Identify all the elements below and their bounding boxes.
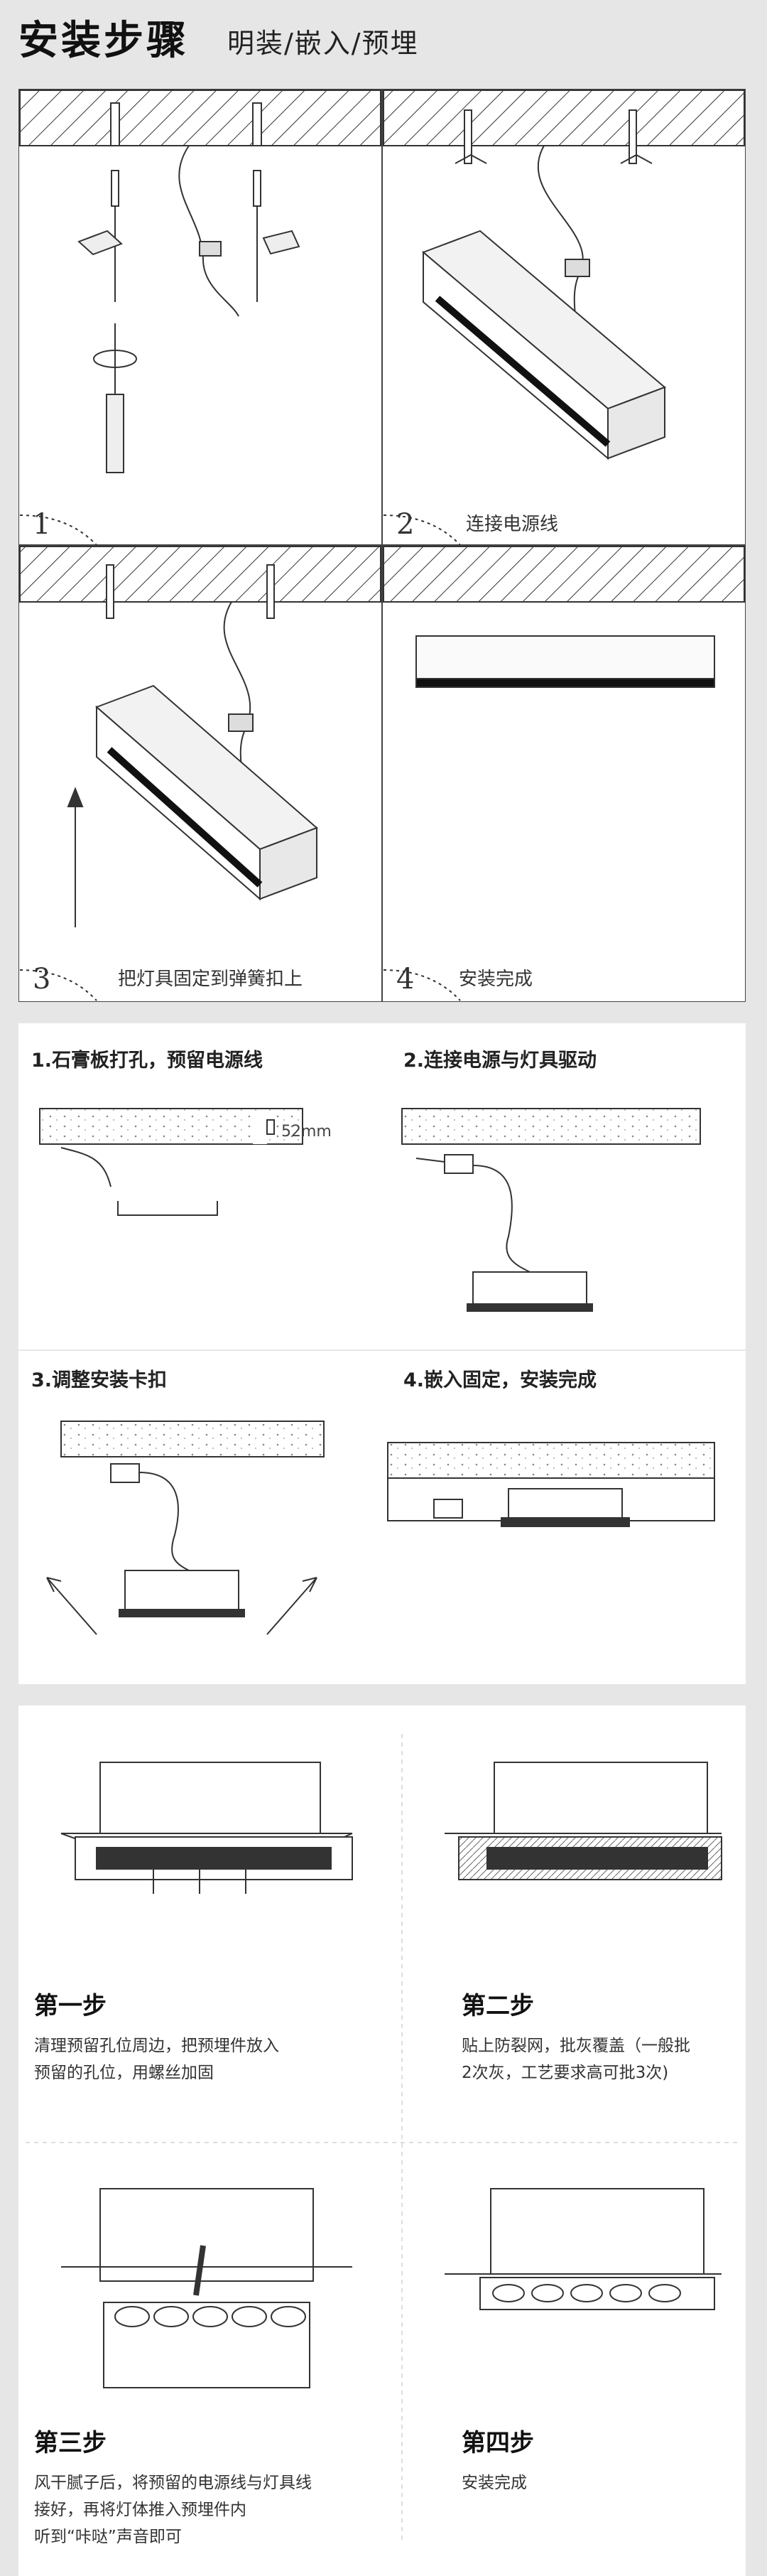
surface-step-3-number: 3 xyxy=(33,963,51,996)
recessed-panel: 1.石膏板打孔，预留电源线 2.连接电源与灯具驱动 3.调整安装卡扣 4.嵌入固… xyxy=(18,1023,746,1684)
embedded-step-2-line-1: 贴上防裂网，批灰覆盖（一般批 xyxy=(462,2037,690,2055)
recessed-step-4-title: 4.嵌入固定，安装完成 xyxy=(403,1369,597,1391)
embedded-step-1-text: 清理预留孔位周边，把预埋件放入 预留的孔位，用螺丝加固 xyxy=(34,2032,279,2086)
surface-step-1-number: 1 xyxy=(33,508,51,541)
embedded-step-2-text: 贴上防裂网，批灰覆盖（一般批 2次灰，工艺要求高可批3次) xyxy=(462,2032,690,2086)
embedded-step-3-heading: 第三步 xyxy=(34,2429,107,2457)
embedded-step-3-line-2: 接好，再将灯体推入预埋件内 xyxy=(34,2501,246,2519)
embedded-illustration xyxy=(26,1734,739,2544)
embedded-step-3-text: 风干腻子后，将预留的电源线与灯具线 接好，再将灯体推入预埋件内 听到“咔哒”声音… xyxy=(34,2469,312,2550)
surface-step-4-caption: 安装完成 xyxy=(459,969,533,990)
embedded-step-4-heading: 第四步 xyxy=(462,2429,534,2457)
embedded-step-1-line-1: 清理预留孔位周边，把预埋件放入 xyxy=(34,2037,279,2055)
embedded-step-3-line-3: 听到“咔哒”声音即可 xyxy=(34,2528,182,2546)
embedded-step-1-heading: 第一步 xyxy=(34,1992,107,2020)
embedded-step-4-text: 安装完成 xyxy=(462,2469,527,2496)
surface-step-2-caption: 连接电源线 xyxy=(466,514,559,535)
recessed-step-2-title: 2.连接电源与灯具驱动 xyxy=(403,1050,597,1072)
surface-mount-panel: 1 2 连接电源线 3 把灯具固定到弹簧扣上 4 安装完成 xyxy=(18,89,746,1002)
page-subtitle: 明装/嵌入/预埋 xyxy=(227,28,419,59)
surface-step-2-number: 2 xyxy=(396,508,415,541)
recessed-step-1-title: 1.石膏板打孔，预留电源线 xyxy=(31,1050,263,1072)
embedded-step-2-line-2: 2次灰，工艺要求高可批3次) xyxy=(462,2064,669,2082)
recessed-step-3-title: 3.调整安装卡扣 xyxy=(31,1369,168,1391)
embedded-step-1-line-2: 预留的孔位，用螺丝加固 xyxy=(34,2064,214,2082)
surface-step-4-number: 4 xyxy=(396,963,415,996)
embedded-step-2-heading: 第二步 xyxy=(462,1992,534,2020)
embedded-panel: 第一步 清理预留孔位周边，把预埋件放入 预留的孔位，用螺丝加固 第二步 贴上防裂… xyxy=(18,1705,746,2576)
recessed-illustration xyxy=(18,1108,746,1635)
embedded-step-4-line-1: 安装完成 xyxy=(462,2474,527,2492)
page-title: 安装步骤 xyxy=(18,18,189,64)
surface-mount-illustration xyxy=(18,89,746,1002)
embedded-step-3-line-1: 风干腻子后，将预留的电源线与灯具线 xyxy=(34,2474,312,2492)
surface-step-3-caption: 把灯具固定到弹簧扣上 xyxy=(118,969,303,990)
recessed-depth-note: 52mm xyxy=(281,1123,332,1141)
